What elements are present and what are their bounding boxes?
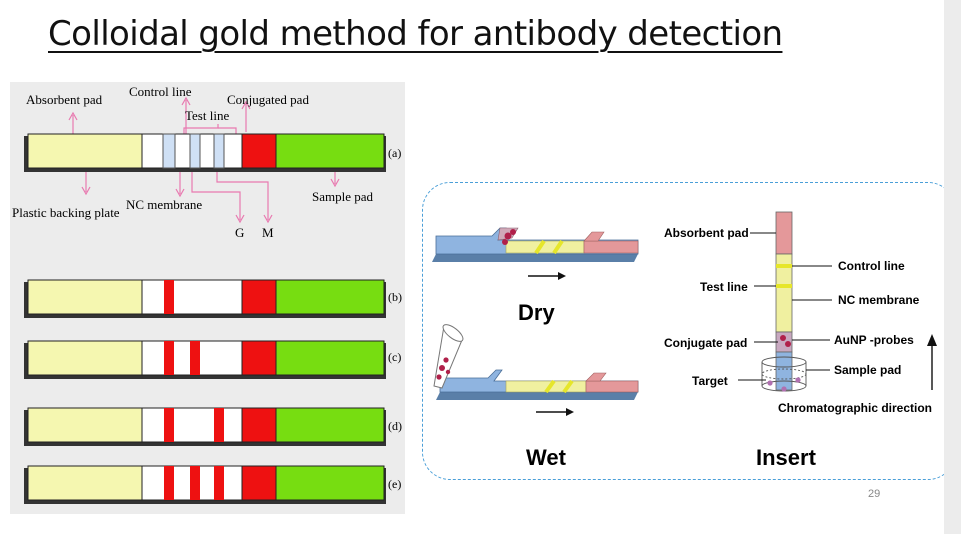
insert-strip bbox=[761, 211, 807, 392]
label-conjugated-pad: Conjugated pad bbox=[227, 92, 309, 107]
strip-diagram-svg: Absorbent pad Control line Test line Con… bbox=[12, 84, 402, 504]
page-number: 29 bbox=[868, 488, 881, 500]
label-sample-pad: Sample pad bbox=[312, 189, 374, 204]
label-absorbent-pad: Absorbent pad bbox=[26, 92, 103, 107]
test-line-g-a bbox=[189, 133, 201, 169]
aunp-diagram-svg: Dry Wet bbox=[432, 211, 937, 470]
dropper-tube-icon bbox=[433, 324, 464, 389]
strip-tag-b: (b) bbox=[388, 290, 402, 304]
label-nc-membrane: NC membrane bbox=[126, 197, 202, 212]
absorbent-pad-a bbox=[27, 133, 143, 169]
label-m: M bbox=[262, 225, 274, 240]
test-line-m-a bbox=[213, 133, 225, 169]
strip-e bbox=[24, 465, 386, 504]
label-g: G bbox=[235, 225, 244, 240]
strip-c bbox=[24, 340, 386, 379]
label-control-line: Control line bbox=[129, 84, 192, 99]
insert-label-conjugate-pad: Conjugate pad bbox=[664, 336, 747, 350]
caption-insert: Insert bbox=[756, 445, 817, 470]
insert-label-test-line: Test line bbox=[700, 280, 748, 294]
sample-pad-a bbox=[275, 133, 385, 169]
strip-tag-a: (a) bbox=[388, 146, 401, 160]
strip-tag-c: (c) bbox=[388, 350, 401, 364]
wet-strip bbox=[433, 324, 639, 416]
pointer-lines bbox=[68, 96, 340, 224]
conjugate-pad-a bbox=[241, 133, 277, 169]
strip-tag-e: (e) bbox=[388, 477, 401, 491]
strip-d bbox=[24, 407, 386, 446]
label-plastic-backing-plate: Plastic backing plate bbox=[12, 205, 120, 220]
insert-label-control-line: Control line bbox=[838, 259, 905, 273]
flow-arrow bbox=[566, 408, 574, 416]
flow-arrow bbox=[558, 272, 566, 280]
dry-strip bbox=[432, 227, 639, 280]
caption-dry: Dry bbox=[518, 300, 555, 325]
chromatographic-direction-arrow bbox=[927, 334, 937, 346]
insert-label-nc-membrane: NC membrane bbox=[838, 293, 920, 307]
label-test-line: Test line bbox=[185, 108, 229, 123]
insert-label-target: Target bbox=[692, 374, 728, 388]
insert-label-aunp-probes: AuNP -probes bbox=[834, 333, 914, 347]
insert-label-sample-pad: Sample pad bbox=[834, 363, 901, 377]
control-line-b bbox=[164, 280, 174, 314]
strip-b bbox=[24, 279, 386, 318]
slide-edge-strip bbox=[944, 0, 961, 534]
control-line-a bbox=[162, 133, 176, 169]
probe-particle bbox=[504, 232, 512, 240]
lateral-flow-strip-diagram: Absorbent pad Control line Test line Con… bbox=[10, 82, 405, 514]
slide-title: Colloidal gold method for antibody detec… bbox=[48, 14, 783, 54]
insert-leader-lines bbox=[738, 232, 933, 390]
strip-a bbox=[24, 133, 386, 172]
insert-label-chromatographic-direction: Chromatographic direction bbox=[778, 401, 932, 415]
strip-tag-d: (d) bbox=[388, 419, 402, 433]
caption-wet: Wet bbox=[526, 445, 567, 470]
aunp-test-diagram: Dry Wet bbox=[420, 180, 960, 484]
insert-label-absorbent-pad: Absorbent pad bbox=[664, 226, 749, 240]
